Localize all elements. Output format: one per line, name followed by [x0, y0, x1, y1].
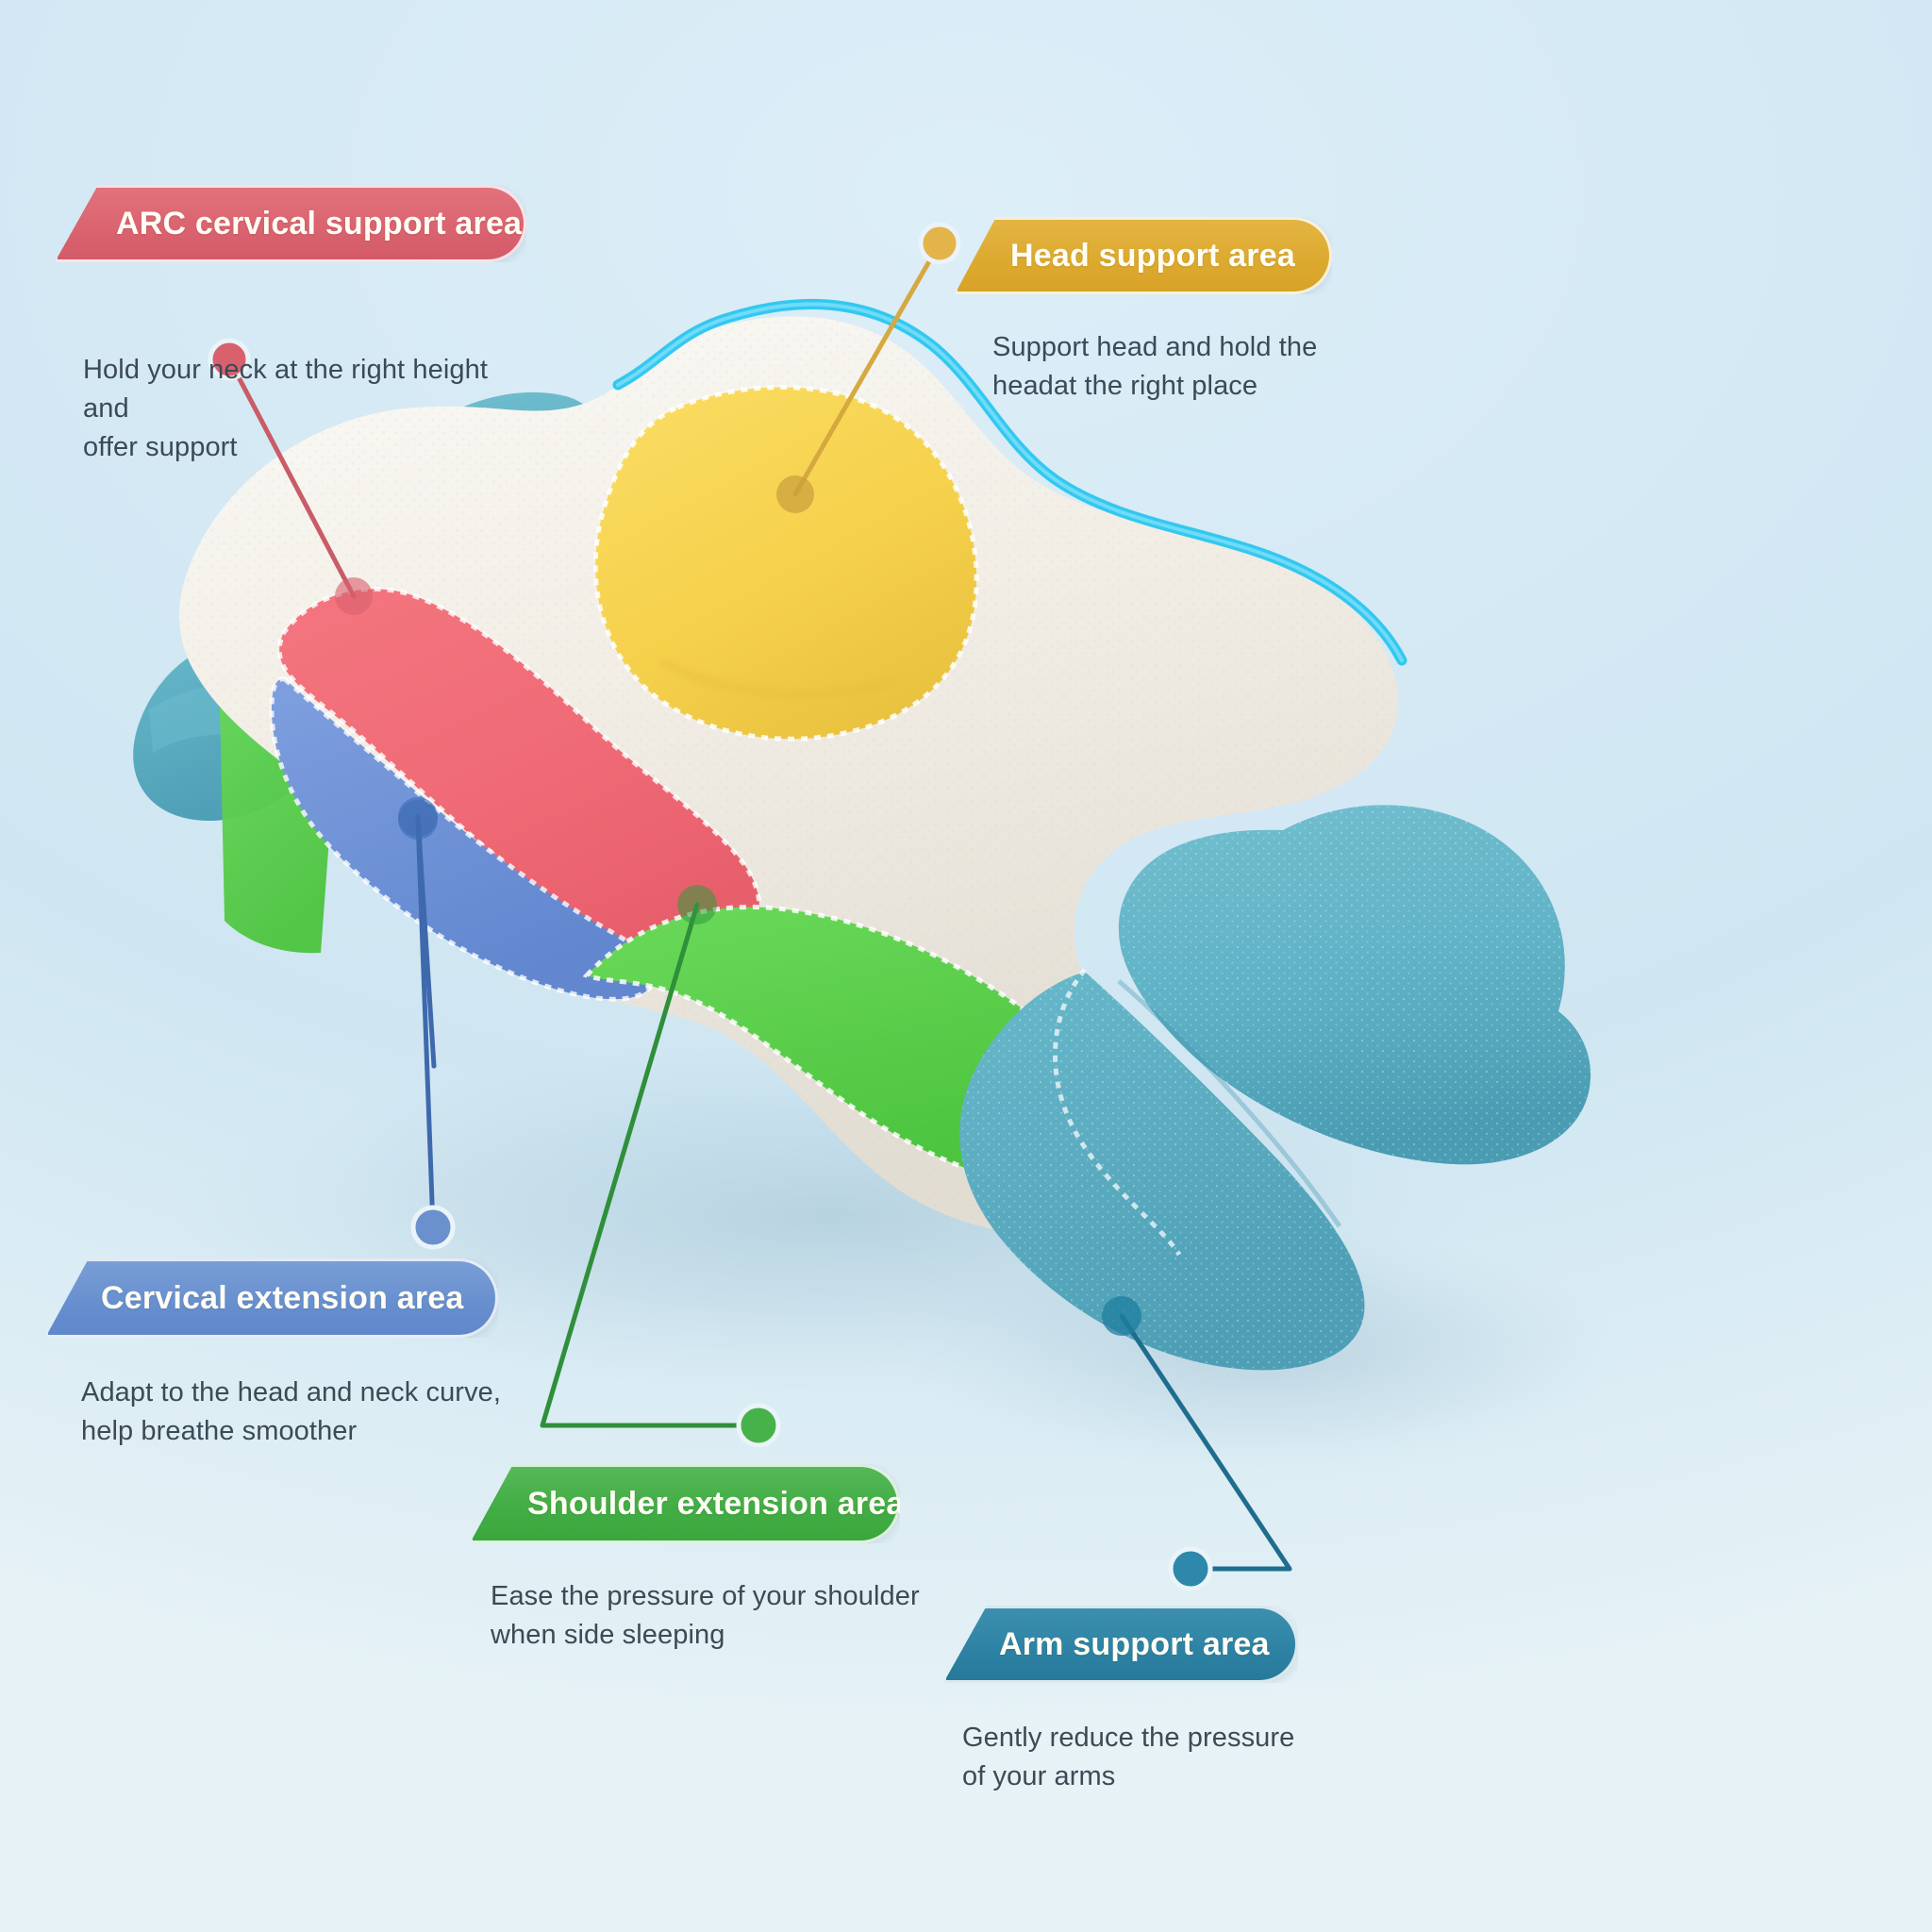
description-head-support: Support head and hold the headat the rig…: [992, 332, 1318, 402]
label-shoulder-extension-text: Shoulder extension area: [527, 1485, 905, 1522]
label-cervical-extension[interactable]: Cervical extension area: [45, 1258, 498, 1338]
leader-line-head-support: [776, 222, 961, 513]
label-arm-support-text: Arm support area: [999, 1625, 1270, 1662]
leader-line-arc-cervical: [208, 338, 373, 615]
leader-line-cervical-extension-final: [398, 800, 456, 1250]
label-arc-cervical-support-text: ARC cervical support area: [116, 205, 523, 242]
leader-line-shoulder-extension: [540, 885, 781, 1448]
label-arm-support[interactable]: Arm support area: [943, 1606, 1298, 1683]
description-cervical-extension: Adapt to the head and neck curve, help b…: [81, 1377, 502, 1447]
label-cervical-extension-text: Cervical extension area: [101, 1279, 464, 1316]
description-arm-support: Gently reduce the pressure of your arms: [962, 1723, 1295, 1792]
label-arc-cervical-support[interactable]: ARC cervical support area: [55, 185, 526, 262]
label-head-support[interactable]: Head support area: [955, 217, 1332, 294]
leader-line-arm-support: [1102, 1296, 1292, 1591]
zone-head-support: [592, 384, 979, 741]
description-arc-cervical-support: Hold your neck at the right height and o…: [83, 355, 488, 463]
label-head-support-text: Head support area: [1010, 237, 1295, 274]
description-shoulder-extension: Ease the pressure of your shoulder when …: [491, 1581, 920, 1651]
zone-arm-support: [959, 805, 1591, 1371]
label-shoulder-extension[interactable]: Shoulder extension area: [470, 1464, 900, 1543]
